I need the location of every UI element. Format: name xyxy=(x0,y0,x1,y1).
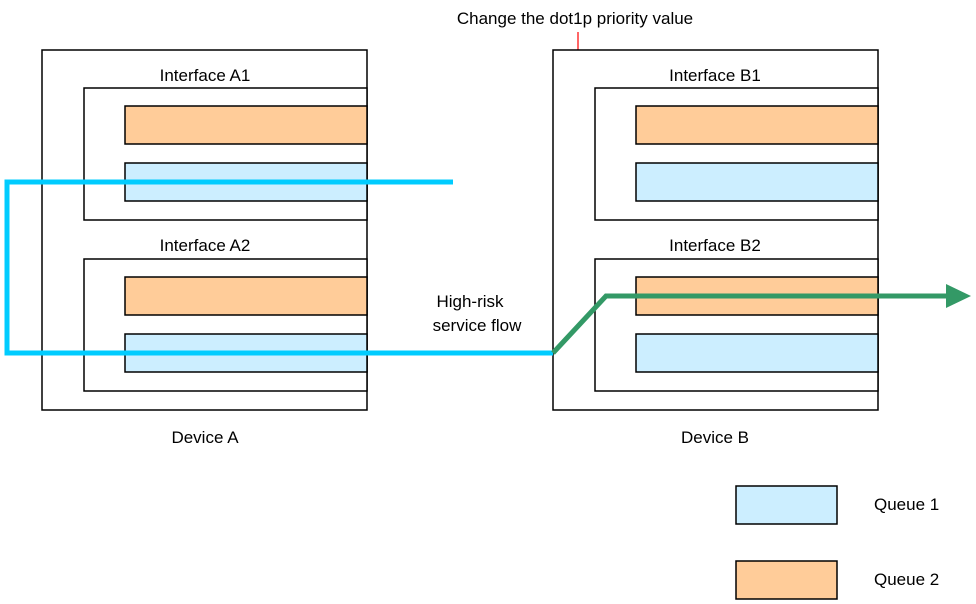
queue-1-b2 xyxy=(635,333,879,373)
flow-line-queue-1 xyxy=(4,179,553,356)
device-a: Device A Interface A1 Interface A2 xyxy=(41,49,368,447)
queue-1-b1 xyxy=(635,162,879,202)
legend-label-queue-2: Queue 2 xyxy=(874,570,939,589)
queue-2-a1 xyxy=(124,105,368,145)
queue-2-b1 xyxy=(635,105,879,145)
flow-line-queue-2 xyxy=(551,293,948,355)
device-a-label: Device A xyxy=(171,428,239,447)
flow-arrowhead xyxy=(946,284,971,308)
legend-swatch-queue-2 xyxy=(735,560,838,600)
legend: Queue 1 Queue 2 xyxy=(735,485,939,600)
legend-label-queue-1: Queue 1 xyxy=(874,495,939,514)
interface-b1-label: Interface B1 xyxy=(669,66,761,85)
flow-label-line-2: service flow xyxy=(433,316,523,335)
queue-2-a2 xyxy=(124,276,368,316)
interface-a2-label: Interface A2 xyxy=(160,236,251,255)
flow-label-line-1: High-risk xyxy=(436,292,504,311)
annotation-text: Change the dot1p priority value xyxy=(457,9,693,28)
device-b: Device B Interface B1 Interface B2 xyxy=(552,49,879,447)
device-b-label: Device B xyxy=(681,428,749,447)
legend-swatch-queue-1 xyxy=(735,485,838,525)
interface-b2-label: Interface B2 xyxy=(669,236,761,255)
interface-a1-label: Interface A1 xyxy=(160,66,251,85)
